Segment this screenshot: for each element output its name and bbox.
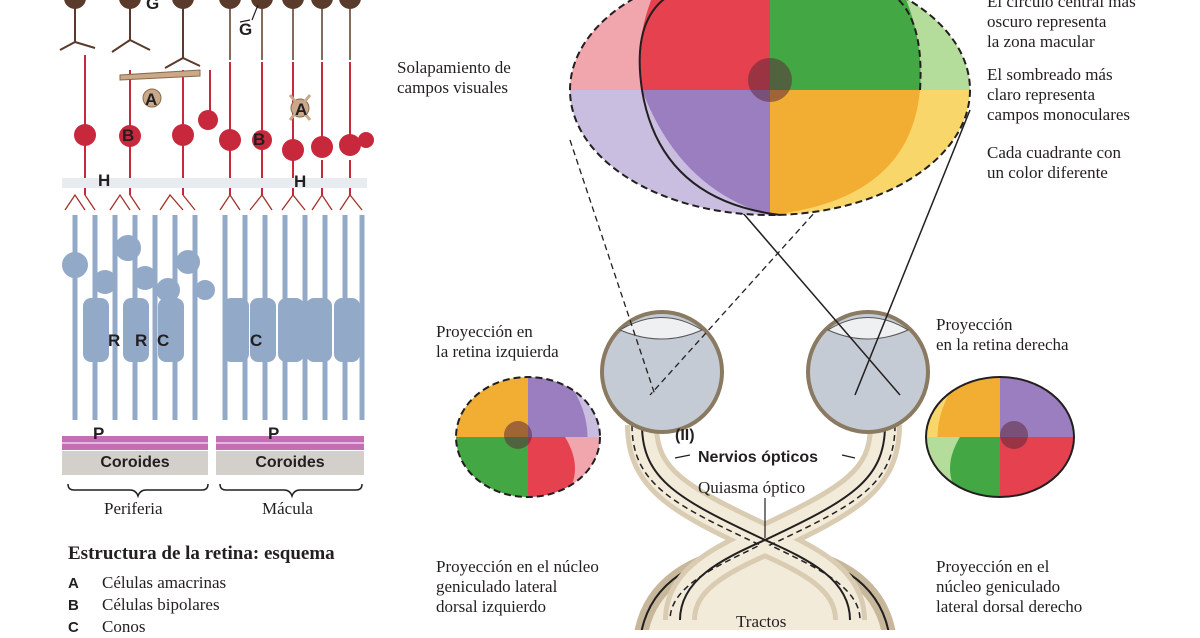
label-r1: R [108, 331, 121, 350]
periphery-label: Periferia [104, 499, 163, 518]
left-retina-projection [455, 376, 601, 498]
label-h-periphery: H [98, 171, 111, 190]
optic-nerves-label: Nervios ópticos [698, 449, 818, 466]
label-r2: R [135, 331, 148, 350]
central-circle-annotation: El círculo central más oscuro representa… [987, 0, 1136, 51]
label-g-macula: G [239, 20, 253, 39]
left-eye [600, 310, 724, 434]
region-braces [67, 483, 363, 499]
ganglion-cells [59, 0, 361, 69]
right-retina-projection [925, 376, 1075, 498]
quadrant-color-annotation: Cada cuadrante con un color diferente [987, 143, 1122, 182]
label-p-macula: P [268, 424, 280, 443]
left-retina-annotation: Proyección en la retina izquierda [436, 322, 559, 361]
visual-pathway-diagram: (II) Nervios ópticos [455, 0, 1075, 630]
pigment-epithelium [62, 436, 364, 450]
right-lgn-annotation: Proyección en el núcleo geniculado later… [936, 557, 1083, 616]
label-a-macula: A [295, 100, 308, 119]
left-lgn-annotation: Proyección en el núcleo geniculado later… [436, 557, 599, 616]
legend-title: Estructura de la retina: esquema [68, 543, 335, 564]
tracts-label: Tractos [736, 612, 787, 631]
bipolar-cells [74, 110, 374, 161]
label-a-periphery: A [145, 90, 158, 109]
label-h-macula: H [294, 172, 307, 191]
label-g-periphery: G [146, 0, 160, 13]
label-b-macula: B [253, 130, 266, 149]
overlap-annotation: Solapamiento de campos visuales [397, 58, 511, 97]
label-c-macula: C [250, 331, 263, 350]
optic-nerves [625, 424, 902, 622]
visual-field-overlap [569, 0, 971, 216]
macula-label: Mácula [262, 499, 313, 518]
light-shading-annotation: El sombreado más claro representa campos… [987, 65, 1131, 124]
horizontal-layer [62, 178, 367, 188]
nerve-number: (II) [675, 427, 695, 444]
dendrites [64, 193, 363, 211]
right-retina-annotation: Proyección en la retina derecha [936, 315, 1069, 354]
bipolar-fibers [84, 55, 351, 195]
label-p-periphery: P [93, 424, 105, 443]
label-c-periphery: C [157, 331, 170, 350]
retina-schematic [59, 0, 374, 499]
photoreceptors [62, 215, 365, 420]
amacrine-cell [119, 69, 312, 121]
label-b-periphery: B [122, 126, 135, 145]
chiasm-label: Quiasma óptico [698, 478, 806, 497]
choroid-macula: Coroides [216, 451, 364, 475]
right-eye [806, 310, 930, 434]
choroid-periphery: Coroides [62, 451, 208, 475]
